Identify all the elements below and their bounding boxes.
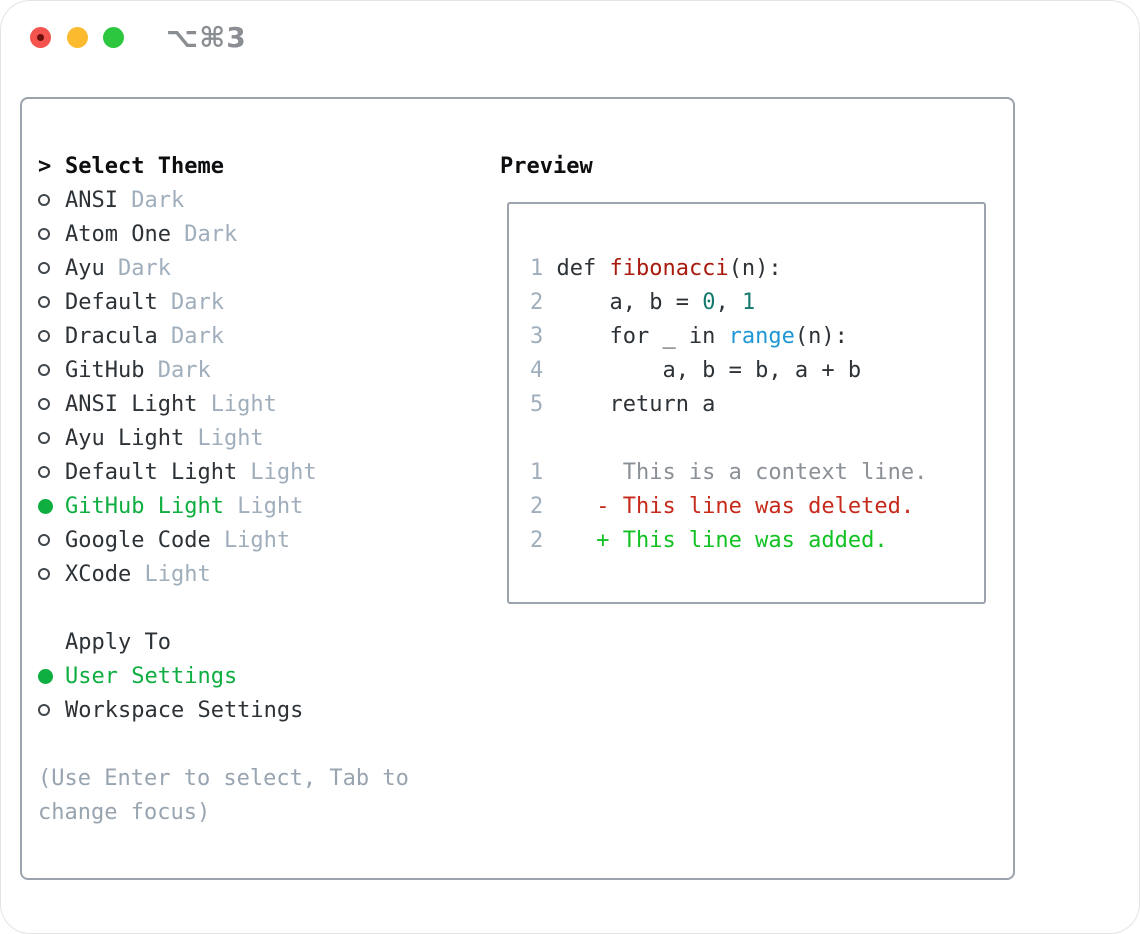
theme-option[interactable]: Ayu Dark xyxy=(38,251,409,285)
radio-icon xyxy=(38,364,50,376)
radio-icon xyxy=(38,194,50,206)
code-line: 1 This is a context line. xyxy=(530,459,928,485)
radio-selected-icon xyxy=(38,498,53,514)
theme-option[interactable]: ANSI Light Light xyxy=(38,387,409,421)
option-variant: Light xyxy=(250,459,317,485)
prompt-caret-icon: > xyxy=(38,153,52,179)
option-label: Atom One xyxy=(65,221,171,247)
line-number: 4 xyxy=(530,357,544,383)
diff-lines: 1 This is a context line. 2 - This line w… xyxy=(530,455,984,557)
hint-line-2: change focus) xyxy=(38,799,211,825)
apply-to-option[interactable]: User Settings xyxy=(38,659,409,693)
option-variant: Dark xyxy=(117,255,171,281)
line-number: 3 xyxy=(530,323,544,349)
theme-option[interactable]: Dracula Dark xyxy=(38,319,409,353)
option-label: ANSI xyxy=(65,187,118,213)
radio-icon xyxy=(38,262,50,274)
theme-option[interactable]: Atom One Dark xyxy=(38,217,409,251)
hint-text: (Use Enter to select, Tab to change focu… xyxy=(38,761,409,829)
radio-icon xyxy=(38,330,50,342)
apply-to-title: Apply To xyxy=(65,629,171,655)
option-variant: Light xyxy=(197,425,264,451)
option-label: GitHub xyxy=(65,357,145,383)
option-variant: Light xyxy=(223,527,291,553)
theme-option[interactable]: Default Dark xyxy=(38,285,409,319)
option-label: Default Light xyxy=(65,459,238,485)
radio-icon xyxy=(38,704,50,716)
code-line: 4 a, b = b, a + b xyxy=(530,357,862,383)
option-variant: Dark xyxy=(170,323,224,349)
hint-line-1: (Use Enter to select, Tab to xyxy=(38,765,409,791)
option-variant: Light xyxy=(237,493,304,519)
preview-header: Preview xyxy=(500,153,593,179)
option-variant: Dark xyxy=(157,357,211,383)
radio-icon xyxy=(38,568,50,580)
option-label: Default xyxy=(65,289,158,315)
option-label: Google Code xyxy=(65,527,211,553)
option-variant: Light xyxy=(144,561,211,587)
option-variant: Light xyxy=(210,391,277,417)
theme-option[interactable]: Google Code Light xyxy=(38,523,409,557)
theme-option[interactable]: Default Light Light xyxy=(38,455,409,489)
minimize-button[interactable] xyxy=(67,27,88,48)
option-label: XCode xyxy=(65,561,132,587)
line-number: 2 xyxy=(530,493,544,519)
line-number: 2 xyxy=(530,527,544,553)
line-number: 1 xyxy=(530,459,544,485)
line-number: 5 xyxy=(530,391,544,417)
theme-option[interactable]: GitHub Dark xyxy=(38,353,409,387)
option-label: User Settings xyxy=(65,663,238,689)
code-line: 3 for _ in range(n): xyxy=(530,323,848,349)
apply-to-header: Apply To xyxy=(38,625,409,659)
option-label: Workspace Settings xyxy=(65,697,304,723)
zoom-button[interactable] xyxy=(103,27,124,48)
radio-icon xyxy=(38,398,50,410)
radio-icon xyxy=(38,432,50,444)
option-label: ANSI Light xyxy=(65,391,198,417)
code-line: 2 a, b = 0, 1 xyxy=(530,289,756,315)
theme-option[interactable]: GitHub Light Light xyxy=(38,489,409,523)
radio-icon xyxy=(38,296,50,308)
theme-option[interactable]: XCode Light xyxy=(38,557,409,591)
code-line: 2 - This line was deleted. xyxy=(530,493,915,519)
code-line: 2 + This line was added. xyxy=(530,527,888,553)
theme-option[interactable]: ANSI Dark xyxy=(38,183,409,217)
option-label: Ayu Light xyxy=(65,425,185,451)
apply-to-option[interactable]: Workspace Settings xyxy=(38,693,409,727)
theme-option[interactable]: Ayu Light Light xyxy=(38,421,409,455)
option-variant: Dark xyxy=(131,187,185,213)
option-label: Ayu xyxy=(65,255,105,281)
select-theme-header: > Select Theme xyxy=(38,149,409,183)
code-line: 5 return a xyxy=(530,391,716,417)
close-dot-icon xyxy=(37,34,44,41)
line-number: 1 xyxy=(530,255,544,281)
option-label: GitHub Light xyxy=(65,493,224,519)
radio-icon xyxy=(38,228,50,240)
option-variant: Dark xyxy=(170,289,224,315)
option-label: Dracula xyxy=(65,323,158,349)
window-title: ⌥⌘3 xyxy=(166,21,247,54)
radio-icon xyxy=(38,534,50,546)
close-button[interactable] xyxy=(30,27,51,48)
option-variant: Dark xyxy=(184,221,238,247)
radio-selected-icon xyxy=(38,668,53,684)
radio-icon xyxy=(38,466,50,478)
line-number: 2 xyxy=(530,289,544,315)
select-theme-title: Select Theme xyxy=(65,153,224,179)
